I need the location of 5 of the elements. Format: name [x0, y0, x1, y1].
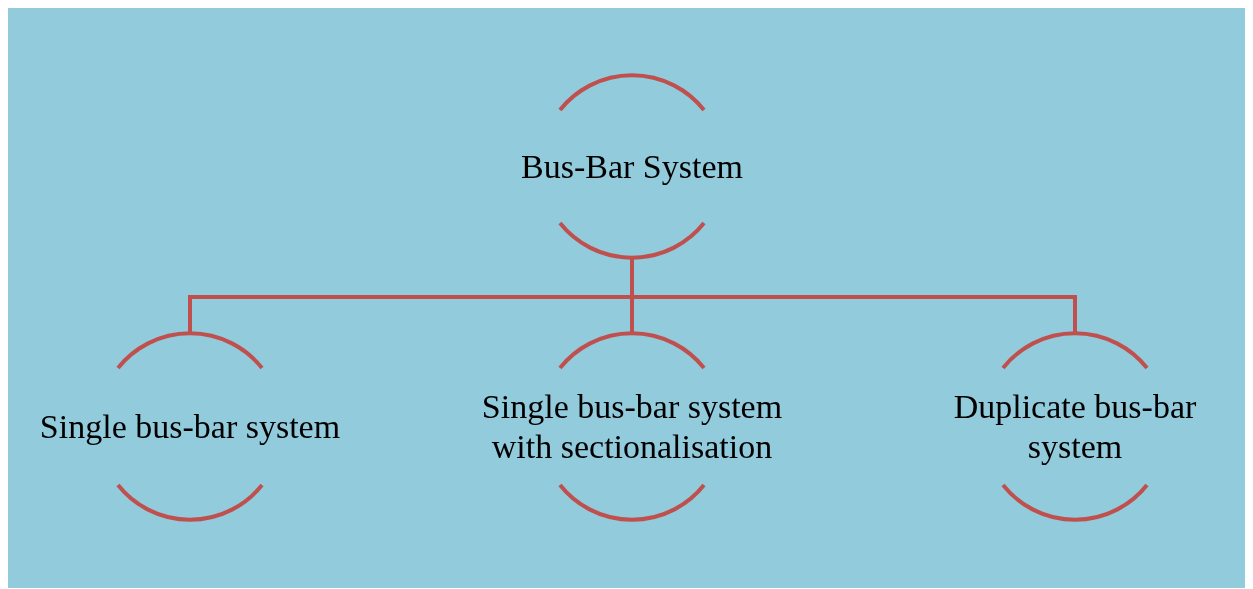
- node-label: Single bus-bar system with sectionalisation: [480, 386, 784, 467]
- connector-line: [630, 258, 1077, 333]
- node-label: Single bus-bar system: [39, 406, 341, 447]
- node-label: Duplicate bus-bar system: [952, 386, 1198, 467]
- node-label: Bus-Bar System: [521, 146, 743, 187]
